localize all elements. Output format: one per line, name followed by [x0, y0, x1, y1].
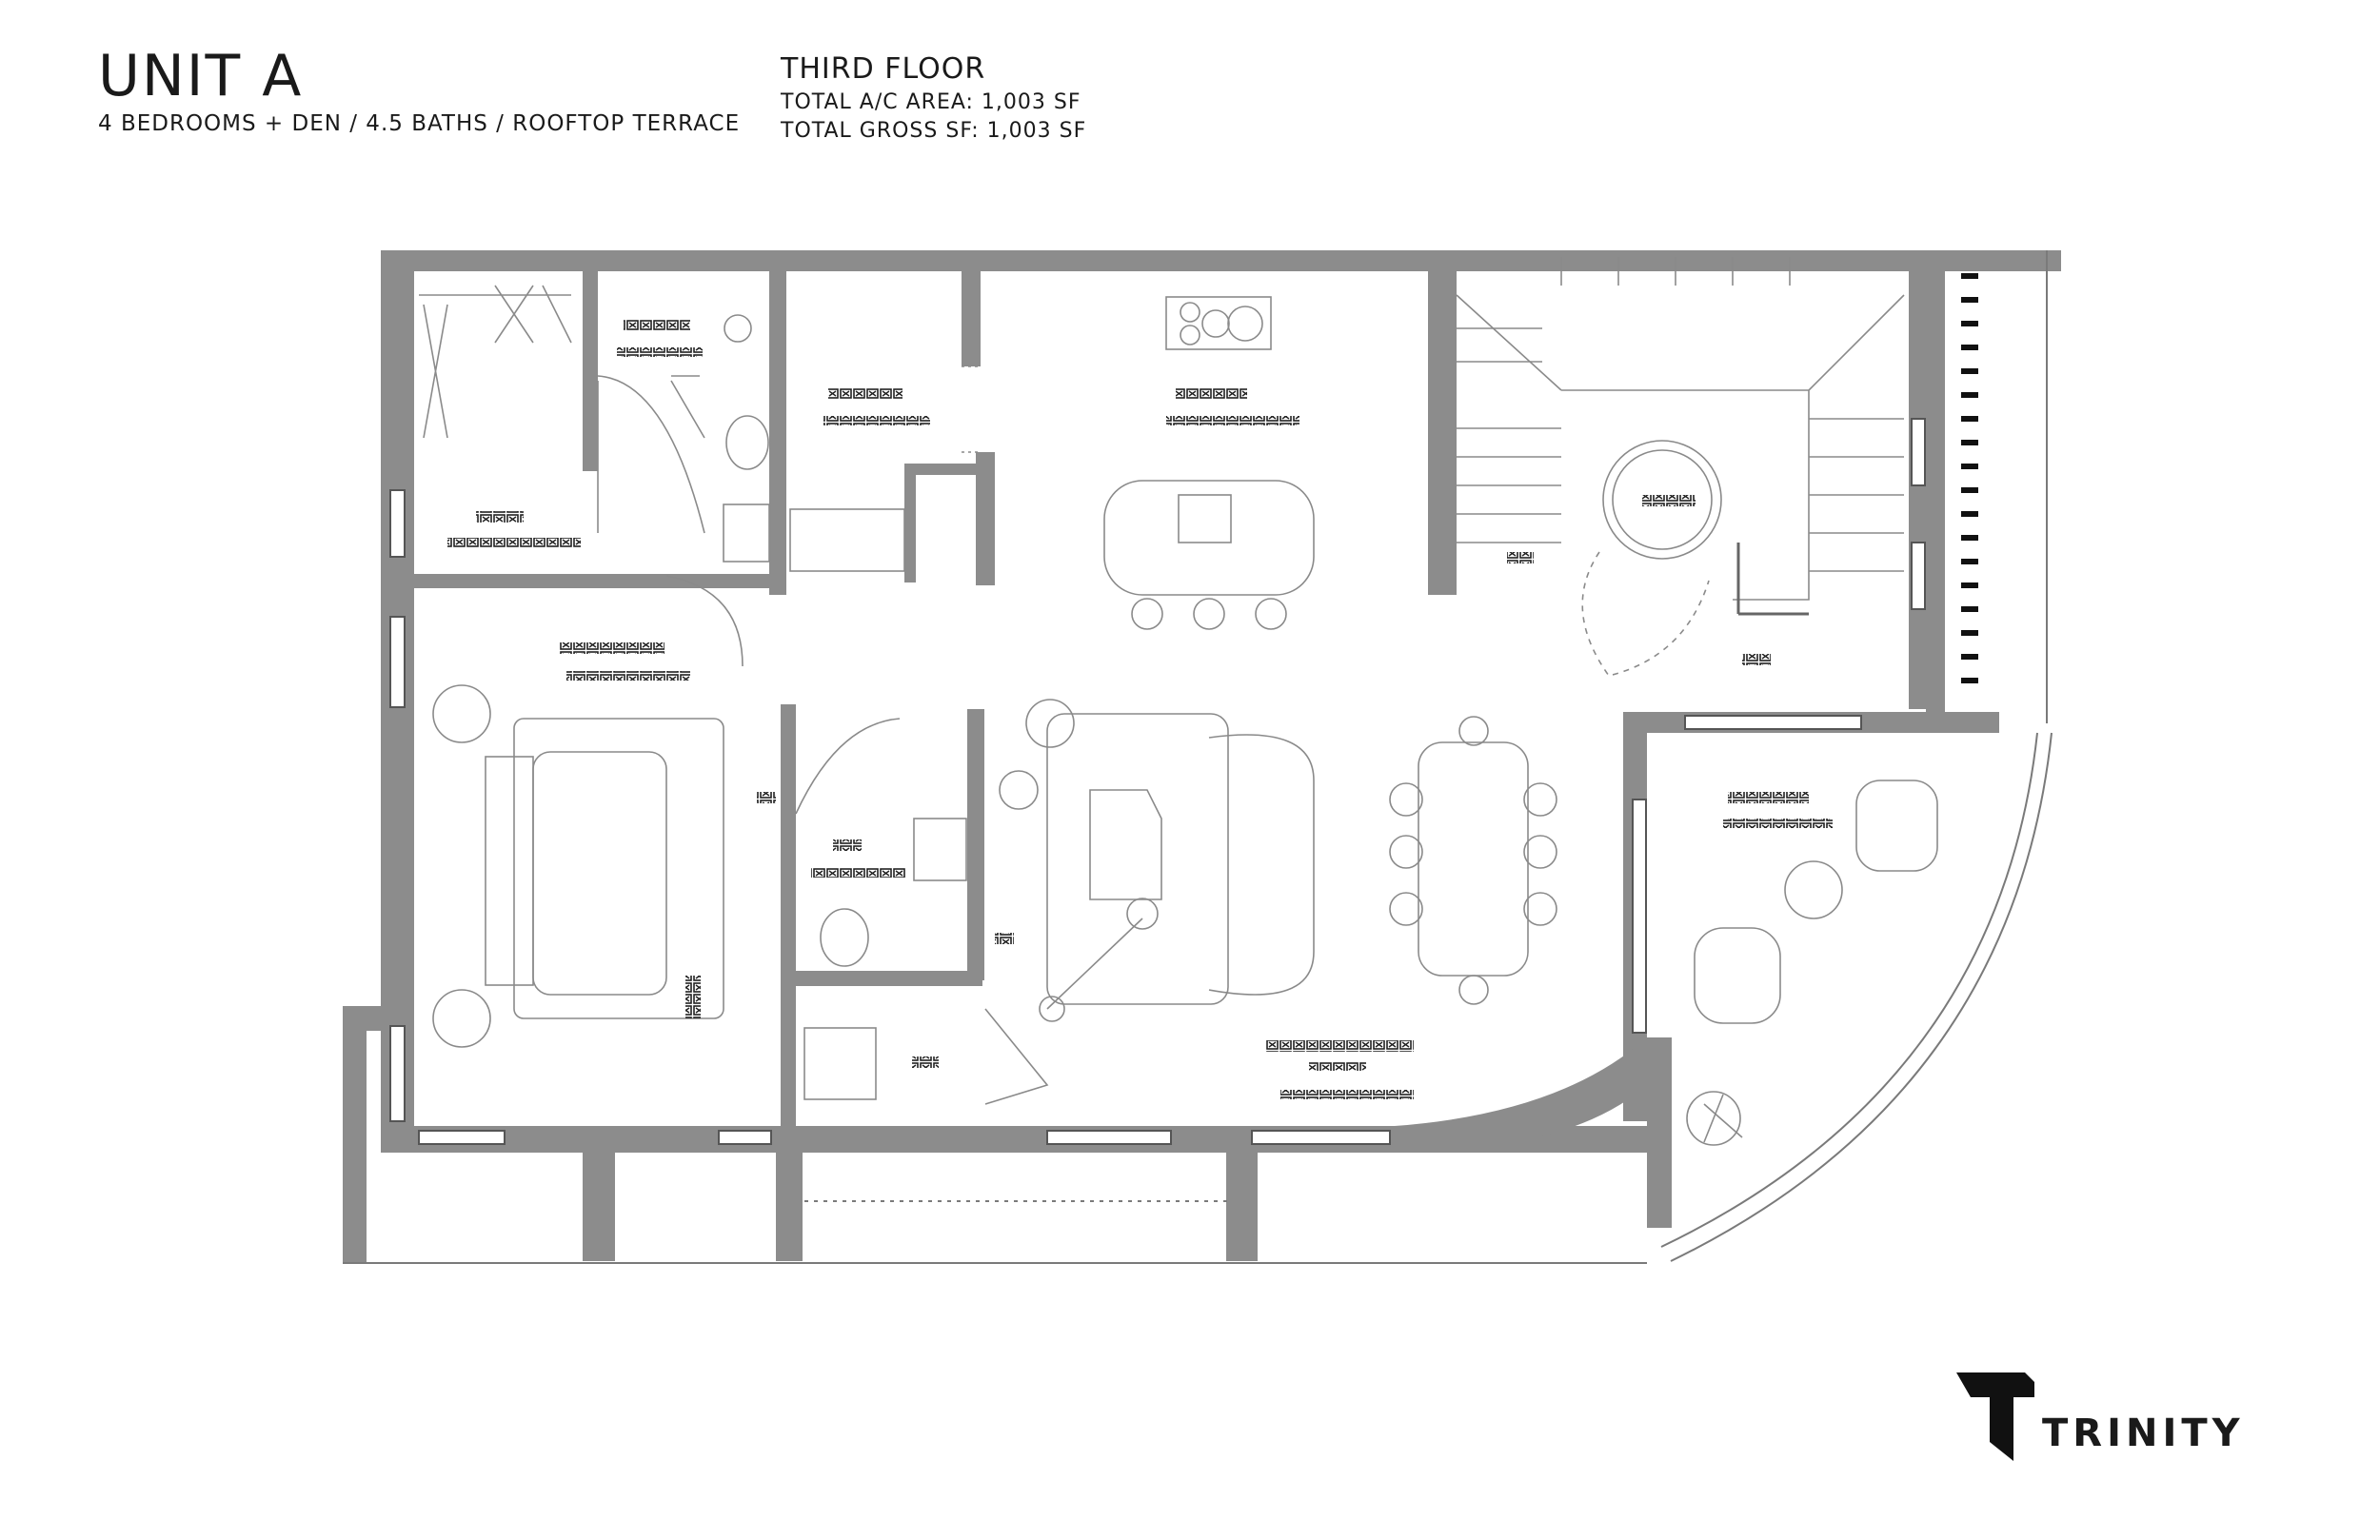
living-label-mid [1309, 1061, 1366, 1071]
gross-sf-text: TOTAL GROSS SF: 1,003 SF [781, 119, 1087, 143]
trinity-t-logo-icon [1956, 1372, 2034, 1461]
bath2-label-sub [811, 868, 906, 878]
stair-code-label [1507, 552, 1534, 563]
ac-area-text: TOTAL A/C AREA: 1,003 SF [781, 90, 1081, 114]
kitchen-label [1176, 387, 1247, 399]
ac-label [1742, 654, 1771, 665]
laundry-label [828, 388, 902, 400]
unit-title: UNIT A [98, 43, 304, 109]
closet-label-sub [447, 538, 581, 547]
closet-label [476, 511, 524, 523]
unit-subtitle: 4 BEDROOMS + DEN / 4.5 BATHS / ROOFTOP T… [98, 111, 741, 136]
stair-label [1642, 495, 1696, 506]
terrace-label-sub [1723, 819, 1833, 828]
bath-label [624, 319, 690, 330]
fixtures [419, 257, 1938, 1146]
den-label [912, 1056, 939, 1068]
walls [343, 250, 2061, 1263]
bath-label-sub [617, 347, 703, 357]
living-label-sub [1280, 1090, 1414, 1099]
ac2-label [757, 792, 776, 803]
bedroom-label-sub [566, 671, 690, 681]
kitchen-label-sub [1166, 416, 1299, 425]
terrace-outline [343, 250, 2053, 1264]
windows [389, 418, 1926, 1145]
laundry-label-sub [823, 416, 930, 425]
bath2-label [833, 839, 862, 851]
floor-title: THIRD FLOOR [781, 52, 986, 86]
louvers [1961, 273, 1978, 683]
bed-side-label [685, 976, 701, 1018]
wd-label [995, 933, 1014, 944]
bedroom-label [560, 642, 664, 654]
living-label [1266, 1040, 1414, 1052]
terrace-label [1728, 792, 1809, 803]
room-labels [447, 319, 1833, 1099]
brand-name: TRINITY [2042, 1412, 2245, 1455]
